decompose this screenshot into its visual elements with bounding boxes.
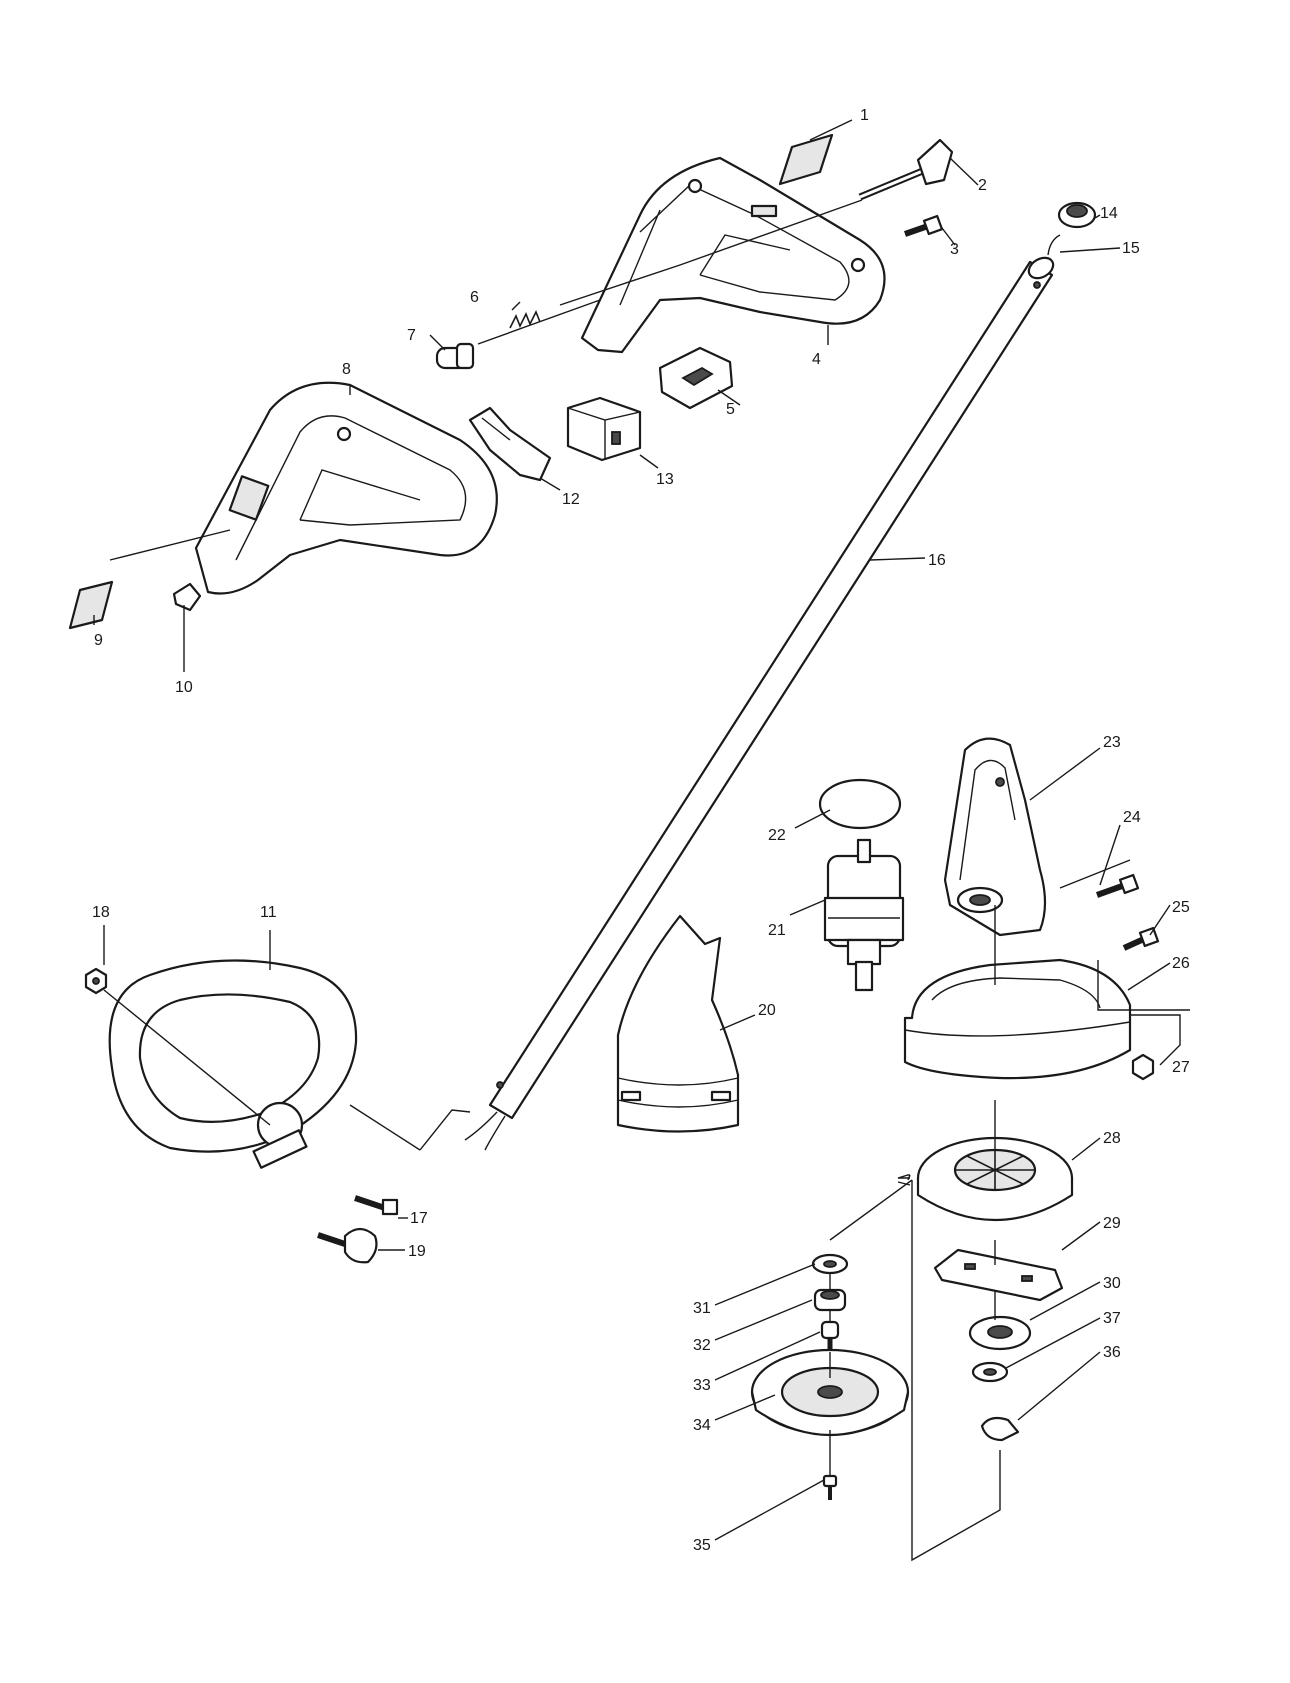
label-16: 16 xyxy=(928,552,946,569)
part-36-clip xyxy=(980,1416,1020,1442)
part-33-screw xyxy=(820,1320,840,1352)
label-4: 4 xyxy=(812,351,821,368)
leader-lines xyxy=(93,119,1190,1562)
part-13-switch xyxy=(566,396,642,462)
label-18: 18 xyxy=(92,904,110,921)
label-9: 9 xyxy=(94,632,103,649)
part-26-guard xyxy=(903,958,1132,1080)
label-28: 28 xyxy=(1103,1130,1121,1147)
label-27: 27 xyxy=(1172,1059,1190,1076)
label-5: 5 xyxy=(726,401,735,418)
label-19: 19 xyxy=(408,1243,426,1260)
part-14-cap xyxy=(1057,201,1097,229)
part-35-screw xyxy=(822,1474,838,1500)
part-27-nut xyxy=(1131,1053,1155,1081)
label-20: 20 xyxy=(758,1002,776,1019)
part-3-screw xyxy=(904,214,944,237)
label-25: 25 xyxy=(1172,899,1190,916)
part-31-washer xyxy=(811,1253,849,1275)
label-12: 12 xyxy=(562,491,580,508)
label-14: 14 xyxy=(1100,205,1118,222)
part-15-wire xyxy=(1047,234,1061,256)
part-11-loop-handle xyxy=(108,959,358,1169)
part-37-washer xyxy=(971,1361,1009,1383)
label-13: 13 xyxy=(656,471,674,488)
part-24-screw xyxy=(1095,873,1140,898)
label-26: 26 xyxy=(1172,955,1190,972)
part-22-disc xyxy=(818,778,902,830)
part-30-washer xyxy=(968,1315,1032,1351)
part-25-screw xyxy=(1122,926,1160,951)
part-21-motor xyxy=(823,838,905,992)
part-32-bearing xyxy=(813,1288,847,1312)
part-20-motor-cover xyxy=(616,914,740,1133)
label-15: 15 xyxy=(1122,240,1140,257)
part-2-thumb-bolt xyxy=(858,138,954,201)
label-34: 34 xyxy=(693,1417,711,1434)
part-29-blade xyxy=(933,1248,1064,1302)
label-35: 35 xyxy=(693,1537,711,1554)
label-37: 37 xyxy=(1103,1310,1121,1327)
label-8: 8 xyxy=(342,361,351,378)
label-17: 17 xyxy=(410,1210,428,1227)
part-10-clip xyxy=(172,582,202,612)
label-36: 36 xyxy=(1103,1344,1121,1361)
label-2: 2 xyxy=(978,177,987,194)
label-10: 10 xyxy=(175,679,193,696)
label-22: 22 xyxy=(768,827,786,844)
part-16-shaft-pipe xyxy=(464,256,1055,1151)
part-4-handle-housing xyxy=(580,156,886,354)
label-7: 7 xyxy=(407,327,416,344)
label-33: 33 xyxy=(693,1377,711,1394)
label-11: 11 xyxy=(260,904,277,921)
part-28-spool-housing xyxy=(916,1136,1074,1222)
part-number-labels: 1 2 3 4 5 6 7 8 9 10 11 12 13 14 15 16 1… xyxy=(92,107,1190,1554)
label-24: 24 xyxy=(1123,809,1141,826)
part-23-motor-housing xyxy=(943,737,1047,937)
part-18-nut xyxy=(84,967,108,995)
part-6-spring xyxy=(509,310,541,329)
part-34-spool-cover xyxy=(750,1348,910,1436)
part-5-switch-plate xyxy=(658,346,734,410)
part-17-screw xyxy=(354,1195,399,1216)
label-32: 32 xyxy=(693,1337,711,1354)
label-6: 6 xyxy=(470,289,479,306)
label-29: 29 xyxy=(1103,1215,1121,1232)
label-3: 3 xyxy=(950,241,959,258)
part-1-label-sticker xyxy=(778,133,834,186)
label-30: 30 xyxy=(1103,1275,1121,1292)
part-12-trigger xyxy=(468,406,552,482)
label-31: 31 xyxy=(693,1300,711,1317)
part-7-lock-button xyxy=(435,342,475,370)
part-9-label xyxy=(68,580,114,630)
part-8-handle-cover xyxy=(194,381,498,595)
label-1: 1 xyxy=(860,107,869,124)
label-23: 23 xyxy=(1103,734,1121,751)
part-19-knob-bolt xyxy=(317,1227,378,1264)
label-21: 21 xyxy=(768,922,786,939)
